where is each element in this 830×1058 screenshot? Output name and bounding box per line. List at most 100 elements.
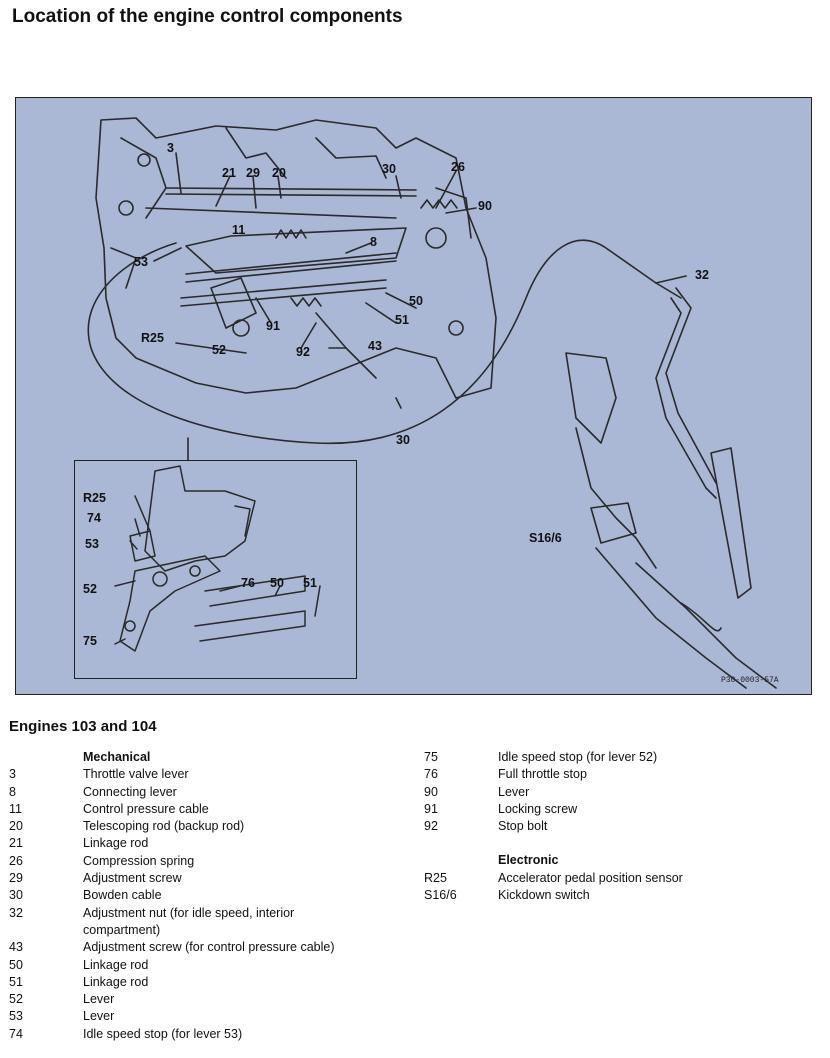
legend-row: 91 Locking screw xyxy=(424,801,824,818)
legend-text: Connecting lever xyxy=(83,784,177,799)
legend-row: 11 Control pressure cable xyxy=(9,801,409,818)
legend-number: 21 xyxy=(9,836,23,851)
legend-text: Linkage rod xyxy=(83,974,149,989)
legend-text: Accelerator pedal position sensor xyxy=(498,870,683,885)
callout-29: 29 xyxy=(246,166,260,180)
callout-90: 90 xyxy=(478,199,492,213)
spring-26 xyxy=(420,199,458,209)
page-title: Location of the engine control component… xyxy=(12,6,403,27)
legend-number: 91 xyxy=(424,801,438,816)
legend-spacer xyxy=(424,835,824,852)
legend-row: 52 Lever xyxy=(9,991,409,1008)
legend-number: 8 xyxy=(9,784,16,799)
legend-header-electronic: Electronic xyxy=(498,853,559,868)
engine-diagram: 3 21 29 20 30 26 90 11 8 53 32 50 51 91 … xyxy=(15,97,812,695)
rod-50 xyxy=(180,279,387,299)
legend-text: Compression spring xyxy=(83,853,195,868)
legend-text: Adjustment screw (for control pressure c… xyxy=(83,940,335,955)
pedal-arm xyxy=(655,297,717,499)
legend-header-mechanical: Mechanical xyxy=(83,750,151,764)
legend-number xyxy=(9,922,83,939)
legend-text: Throttle valve lever xyxy=(83,767,189,782)
legend-subtitle: Engines 103 and 104 xyxy=(9,718,157,735)
legend-text: Lever xyxy=(83,1009,115,1024)
legend-row: 90 Lever xyxy=(424,784,824,801)
rod-51 xyxy=(185,252,397,275)
inset-callout-R25: R25 xyxy=(83,491,106,505)
legend-text: compartment) xyxy=(83,922,161,937)
legend-text: Full throttle stop xyxy=(498,767,587,782)
legend-row: 76 Full throttle stop xyxy=(424,766,824,783)
legend-number: 30 xyxy=(9,888,23,903)
callout-52: 52 xyxy=(212,343,226,357)
callout-30-bottom: 30 xyxy=(396,433,410,447)
legend-text: Locking screw xyxy=(498,801,578,816)
diagram-drawing xyxy=(87,117,777,689)
callout-R25: R25 xyxy=(141,331,164,345)
legend-row: 3 Throttle valve lever xyxy=(9,766,409,783)
legend-text: Lever xyxy=(498,784,530,799)
legend-number: 76 xyxy=(424,767,438,782)
legend-number: 3 xyxy=(9,767,16,782)
rod-20 xyxy=(165,187,417,191)
kickdown-switch xyxy=(575,427,657,569)
legend-text: Kickdown switch xyxy=(498,888,590,903)
callout-53: 53 xyxy=(134,255,148,269)
callout-92: 92 xyxy=(296,345,310,359)
legend-mechanical: Mechanical 3 Throttle valve lever 8 Connect… xyxy=(9,749,409,1043)
callout-30-top: 30 xyxy=(382,162,396,176)
legend-number: S16/6 xyxy=(424,888,457,903)
legend-text: Control pressure cable xyxy=(83,801,209,816)
legend-number: 52 xyxy=(9,992,23,1007)
legend-row: 92 Stop bolt xyxy=(424,818,824,835)
legend-number: 29 xyxy=(9,871,23,886)
lever-8 xyxy=(185,227,407,274)
legend-text: Linkage rod xyxy=(83,836,149,851)
rod-21 xyxy=(145,207,397,219)
callout-43: 43 xyxy=(368,339,382,353)
legend-text: Idle speed stop (for lever 53) xyxy=(83,1026,243,1041)
callout-8: 8 xyxy=(370,235,377,249)
inset-drawing xyxy=(114,465,321,652)
legend-number: 53 xyxy=(9,1009,23,1024)
bowden-cable-30 xyxy=(87,239,657,445)
legend-number: 32 xyxy=(9,905,23,920)
callout-20: 20 xyxy=(272,166,286,180)
inset-callout-51: 51 xyxy=(303,576,317,590)
legend-number: 43 xyxy=(9,940,23,955)
figure-code: P30-0003-57A xyxy=(721,676,779,685)
callout-50: 50 xyxy=(409,294,423,308)
legend-number: 74 xyxy=(9,1026,23,1041)
legend-row: 74 Idle speed stop (for lever 53) xyxy=(9,1026,409,1043)
legend-row: S16/6 Kickdown switch xyxy=(424,887,824,904)
detail-inset: R25 74 53 52 76 50 51 75 xyxy=(74,460,357,679)
inset-rod-51 xyxy=(194,610,306,642)
legend-number: 90 xyxy=(424,784,438,799)
callout-51: 51 xyxy=(395,313,409,327)
inset-callout-50: 50 xyxy=(270,576,284,590)
legend-text: Linkage rod xyxy=(83,957,149,972)
legend-text: Stop bolt xyxy=(498,819,548,834)
engine-block xyxy=(95,117,497,399)
legend-number: 92 xyxy=(424,819,438,834)
legend-text: Adjustment screw xyxy=(83,871,182,886)
legend-text: Lever xyxy=(83,992,115,1007)
callout-32: 32 xyxy=(695,268,709,282)
legend-number: 11 xyxy=(9,801,22,816)
inset-lever-52 xyxy=(119,555,221,652)
callout-3: 3 xyxy=(167,141,174,155)
legend-row: 26 Compression spring xyxy=(9,853,409,870)
inset-rod-50 xyxy=(204,575,306,607)
inset-callout-52: 52 xyxy=(83,582,97,596)
callout-S16-6: S16/6 xyxy=(529,531,562,545)
legend-number: 26 xyxy=(9,853,23,868)
legend-text: Telescoping rod (backup rod) xyxy=(83,819,245,834)
legend-row: compartment) xyxy=(9,922,409,939)
